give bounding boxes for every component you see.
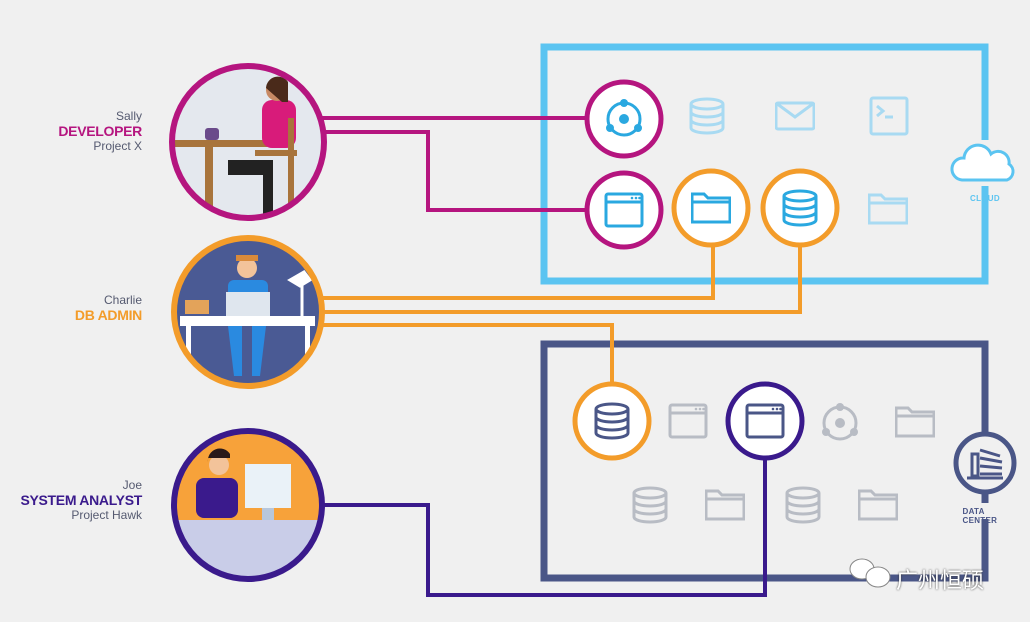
persona-role: DB ADMIN — [74, 307, 142, 323]
persona-name: Joe — [122, 478, 142, 492]
connection-joe-browser — [318, 460, 767, 597]
persona-role: DEVELOPER — [58, 123, 142, 139]
folder-icon — [705, 489, 745, 521]
sally-avatar — [169, 63, 327, 221]
database-icon — [632, 486, 668, 524]
connection-sally-browser — [318, 130, 588, 212]
folder-icon — [858, 489, 898, 521]
connection-charlie-dc-db — [318, 323, 614, 383]
cloud-label: CLOUD — [970, 194, 1000, 203]
share-icon — [820, 403, 860, 441]
terminal-icon — [869, 96, 909, 136]
persona-charlie-label: Charlie DB ADMIN — [75, 293, 142, 323]
persona-joe-label: Joe SYSTEM ANALYST Project Hawk — [20, 478, 142, 522]
joe-avatar — [171, 428, 325, 582]
cloud-icon — [950, 140, 1015, 186]
persona-name: Charlie — [103, 293, 142, 307]
persona-project: Project X — [93, 139, 142, 153]
wechat-logo-icon — [849, 558, 891, 588]
folder-icon — [868, 193, 908, 225]
persona-name: Sally — [115, 109, 142, 123]
persona-project: Project Hawk — [71, 508, 142, 522]
folder-icon — [895, 406, 935, 438]
watermark: 广州恒硕 — [896, 568, 985, 593]
connection-charlie-folder — [318, 246, 715, 300]
datacenter-icon — [953, 431, 1017, 495]
mail-icon — [775, 101, 815, 131]
database-icon — [785, 486, 821, 524]
connection-charlie-db — [318, 246, 802, 314]
database-icon — [689, 97, 725, 135]
datacenter-label: DATA CENTER — [962, 507, 998, 525]
persona-role: SYSTEM ANALYST — [20, 492, 142, 508]
charlie-avatar — [171, 235, 325, 389]
persona-sally-label: Sally DEVELOPER Project X — [58, 109, 142, 153]
browser-icon — [668, 403, 708, 439]
